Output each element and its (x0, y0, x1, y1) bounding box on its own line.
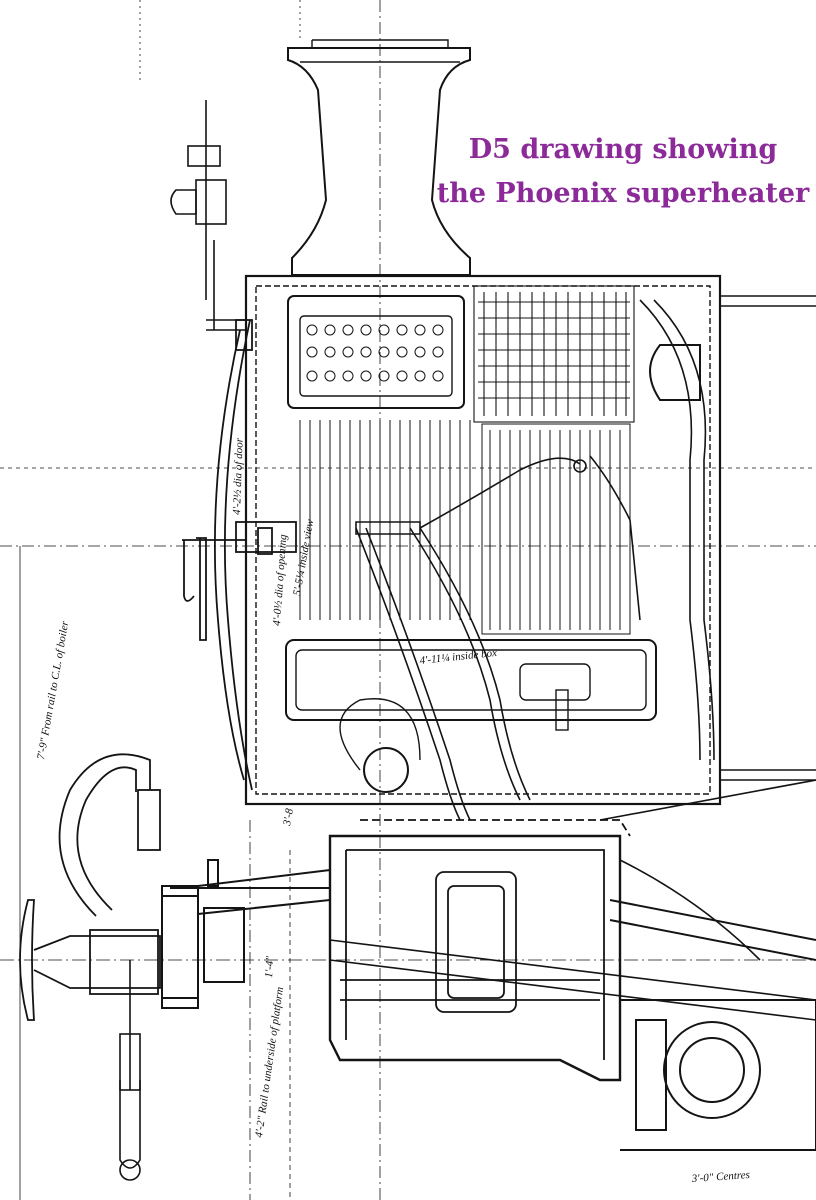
axle-box (609, 899, 816, 1151)
buffer (19, 899, 161, 1021)
caption-line-1: D5 drawing showing (468, 134, 778, 165)
coupling-hook (119, 960, 141, 1181)
dimension-annotations: 4'-2½ dia of door 4'-0½ dia of opening 5… (35, 437, 750, 1185)
inside-view-label: 5'-5¼ inside view (291, 518, 316, 597)
small-dimension-label: 3'-8 (281, 807, 296, 827)
blower-ring (363, 747, 409, 793)
bottom-dimension-label: 3'-0" Centres (690, 1169, 750, 1185)
motion-rods (329, 779, 816, 1021)
superheater-pipes (355, 299, 715, 821)
lower-header-box (285, 639, 657, 731)
header-bolts (306, 324, 444, 382)
caption-line-2: the Phoenix superheater (436, 178, 810, 209)
door-diameter-label: 4'-2½ dia of door (231, 437, 246, 515)
snifting-valve (649, 344, 701, 401)
lamp-bracket (170, 100, 246, 331)
cylinder-block (328, 819, 631, 1082)
rail-to-platform-label: 4'-2" Rail to underside of platform (253, 986, 286, 1138)
boiler-tubes (299, 420, 631, 635)
frame-dimension-label: 1'-4" (263, 955, 277, 978)
superheater-header (287, 295, 465, 409)
rail-to-boiler-label: 7'-9" From rail to C.L. of boiler (35, 619, 71, 760)
buffer-beam (0, 859, 816, 1009)
tube-plate-grid (473, 285, 635, 423)
vacuum-pipe (58, 753, 161, 917)
drawing-caption: D5 drawing showing the Phoenix superheat… (430, 128, 816, 216)
smokebox (244, 274, 816, 806)
opening-diameter-label: 4'-0½ dia of opening (271, 534, 289, 627)
